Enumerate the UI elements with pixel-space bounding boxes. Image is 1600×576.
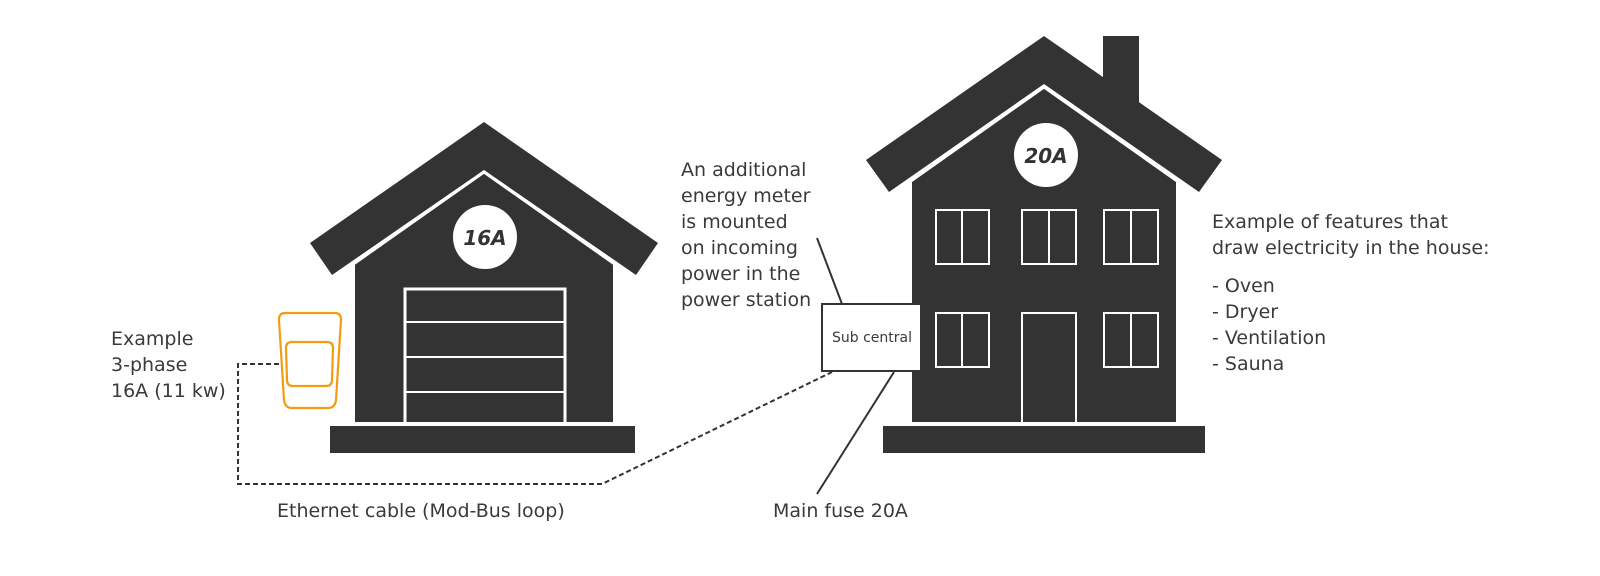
window [1103, 312, 1159, 368]
garage-building: 16A [310, 122, 658, 453]
charger-label: Example 3-phase 16A (11 kw) [111, 328, 226, 402]
energy-meter-pointer [816, 237, 843, 305]
house-fuse-badge: 20A [1014, 123, 1078, 187]
garage-fuse-badge: 16A [453, 205, 517, 269]
feature-item: - Dryer [1212, 301, 1278, 323]
ethernet-cable-label: Ethernet cable (Mod-Bus loop) [277, 500, 565, 522]
features-list: - Oven - Dryer - Ventilation - Sauna [1212, 275, 1332, 375]
feature-item: - Sauna [1212, 353, 1284, 375]
ev-charger-icon[interactable] [277, 311, 343, 410]
feature-item: - Ventilation [1212, 327, 1326, 349]
main-fuse-label: Main fuse 20A [773, 500, 908, 522]
house-foundation [883, 426, 1205, 453]
garage-fuse-text: 16A [463, 226, 506, 250]
house-fuse-text: 20A [1024, 144, 1067, 168]
garage-foundation [330, 426, 635, 453]
house-roof [866, 36, 1222, 192]
garage-door [403, 287, 567, 426]
feature-item: - Oven [1212, 275, 1275, 297]
sub-central-box[interactable]: Sub central [821, 303, 922, 372]
main-fuse-pointer [816, 371, 895, 495]
energy-meter-note: An additional energy meter is mounted on… [681, 159, 816, 311]
garage-roof-trim [351, 170, 617, 267]
features-heading: Example of features that draw electricit… [1212, 211, 1489, 259]
house-building: 20A [866, 36, 1222, 453]
garage-body [355, 172, 613, 422]
window [935, 209, 990, 265]
house-roof-trim [907, 85, 1181, 185]
window [1103, 209, 1159, 265]
ethernet-cable-line [237, 363, 833, 485]
garage-roof [310, 122, 658, 275]
sub-central-label: Sub central [832, 330, 912, 346]
house-body [912, 87, 1176, 422]
house-door [1021, 312, 1077, 426]
window [935, 312, 990, 368]
window [1021, 209, 1077, 265]
